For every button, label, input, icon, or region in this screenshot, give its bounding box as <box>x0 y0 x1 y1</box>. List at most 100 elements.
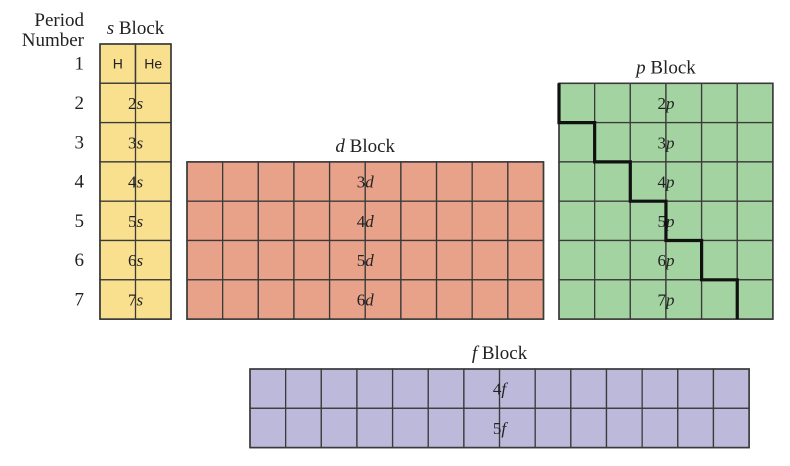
d-block-cell <box>293 279 331 320</box>
d-block-cell <box>257 279 295 320</box>
block-word: Block <box>646 57 697 78</box>
f-block-cell <box>570 368 608 409</box>
d-block-cell <box>471 200 509 242</box>
period-number: 2 <box>75 93 85 114</box>
orbital-label: 6s <box>128 251 144 270</box>
orbital-n: 2 <box>128 94 137 113</box>
p-block-border <box>558 82 774 320</box>
orbital-n: 5 <box>493 419 502 438</box>
orbital-letter: s <box>136 290 143 309</box>
orbital-label: 5s <box>128 212 144 231</box>
f-block-cell <box>712 368 750 409</box>
period-number-label-line2: Number <box>22 30 85 51</box>
d-block-cell <box>186 161 224 202</box>
orbital-label: 6p <box>657 251 674 270</box>
f-block-title: f Block <box>472 343 528 364</box>
f-block-cell <box>677 368 715 409</box>
p-block-cell <box>700 121 738 163</box>
f-block-cell <box>605 368 643 409</box>
d-block-cell <box>257 200 295 242</box>
p-block-cell <box>558 239 596 281</box>
orbital-n: 7 <box>128 290 137 309</box>
p-block-cell <box>700 161 738 202</box>
f-block-cell <box>641 368 679 409</box>
metal-nonmetal-staircase-line <box>557 83 739 320</box>
d-block-cell <box>221 279 259 320</box>
period-number: 3 <box>75 132 85 153</box>
orbital-n: 4 <box>493 380 502 399</box>
s-block-title: s Block <box>107 18 165 39</box>
f-block-cell <box>249 368 287 409</box>
orbital-letter: p <box>665 173 675 192</box>
orbital-n: 3 <box>657 133 666 152</box>
orbital-letter: f <box>501 419 508 438</box>
p-block-cell <box>629 161 667 202</box>
d-block-cell <box>471 161 509 202</box>
d-block-cell <box>221 239 259 281</box>
orbital-label: 2p <box>657 94 674 113</box>
orbital-label: 7p <box>657 290 674 309</box>
orbital-n: 3 <box>357 173 366 192</box>
p-block-cell <box>736 161 774 202</box>
p-block-cell <box>665 161 703 202</box>
orbital-letter: p <box>665 212 675 231</box>
orbital-label: 4s <box>128 173 144 192</box>
orbital-letter: d <box>365 251 374 270</box>
orbital-n: 2 <box>657 94 666 113</box>
period-number: 6 <box>75 250 85 271</box>
d-block-cell <box>364 239 402 281</box>
d-block-cell <box>293 239 331 281</box>
p-block-cell <box>594 121 631 163</box>
f-block-cell <box>605 407 643 449</box>
d-block-cell <box>435 161 473 202</box>
orbital-letter: s <box>136 212 143 231</box>
block-letter: f <box>472 343 480 364</box>
orbital-n: 3 <box>128 133 137 152</box>
f-block-cell <box>498 407 536 449</box>
d-block-cell <box>257 161 295 202</box>
period-number: 7 <box>75 289 85 310</box>
p-block-cell <box>629 200 667 242</box>
d-block-cell <box>435 279 473 320</box>
p-block-cell <box>594 82 631 124</box>
f-block-cell <box>641 407 679 449</box>
d-block-cell <box>507 200 545 242</box>
p-block-cell <box>594 161 631 202</box>
d-block-cell <box>186 279 224 320</box>
orbital-letter: s <box>136 94 143 113</box>
p-block-cell <box>736 279 774 320</box>
p-block-cell <box>736 121 774 163</box>
block-letter: s <box>107 18 114 39</box>
f-block-cell <box>427 368 465 409</box>
s-block-border <box>99 43 172 320</box>
orbital-letter: p <box>665 133 675 152</box>
orbital-letter: f <box>501 380 508 399</box>
period-number: 1 <box>75 54 85 75</box>
f-block-cell <box>463 407 501 449</box>
d-block-border <box>186 161 545 320</box>
orbital-n: 4 <box>657 173 666 192</box>
orbital-letter: p <box>665 251 675 270</box>
orbital-n: 6 <box>357 290 366 309</box>
orbital-n: 6 <box>657 251 666 270</box>
f-block-cell <box>570 407 608 449</box>
orbital-letter: d <box>365 290 374 309</box>
f-block-cell <box>356 368 394 409</box>
d-block-cell <box>435 200 473 242</box>
block-letter: d <box>335 136 345 157</box>
period-number-label-line1: Period <box>34 10 84 31</box>
element-symbol-h: H <box>113 56 123 72</box>
orbital-label: 7s <box>128 290 144 309</box>
d-block-cell <box>186 200 224 242</box>
orbital-label: 4p <box>657 173 674 192</box>
d-block-cell <box>221 200 259 242</box>
orbital-label: 3s <box>128 133 144 152</box>
orbital-letter: p <box>665 94 675 113</box>
orbital-label: 6d <box>357 290 375 309</box>
orbital-letter: d <box>365 212 374 231</box>
d-block-cell <box>364 200 402 242</box>
period-number: 4 <box>75 172 85 193</box>
